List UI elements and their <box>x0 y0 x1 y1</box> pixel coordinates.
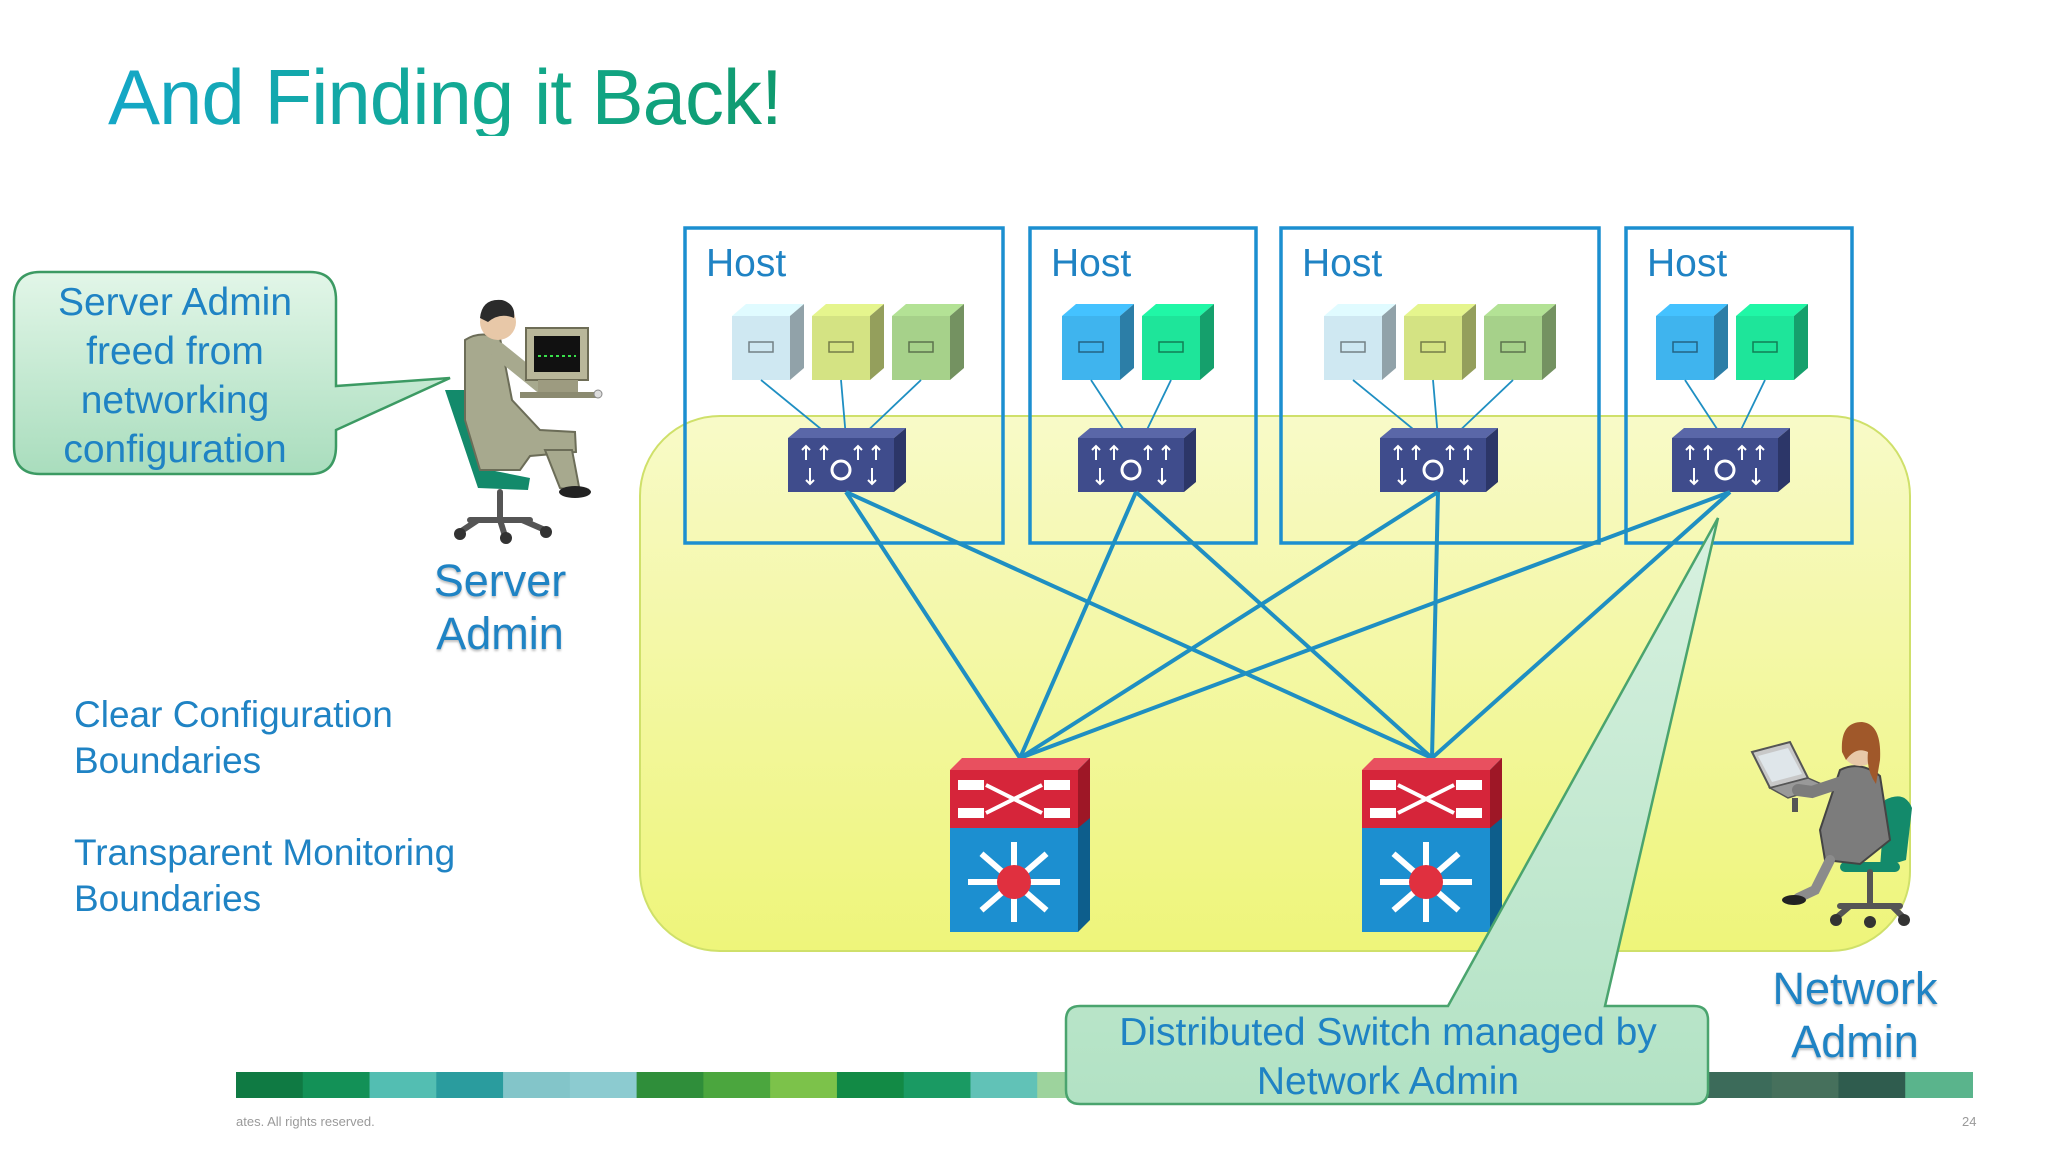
server-admin-callout <box>12 270 451 476</box>
bullet-line: Boundaries <box>74 740 262 781</box>
uplink <box>1430 490 1732 760</box>
virtual-switch-icon <box>1078 428 1196 492</box>
vm-icon <box>1142 304 1214 380</box>
host-label: Host <box>1647 242 1728 285</box>
role-line: Server <box>433 555 567 606</box>
host-box <box>1279 226 1601 545</box>
callout-line: configuration <box>63 428 287 471</box>
vm-icon <box>1484 304 1556 380</box>
uplink <box>1018 490 1440 760</box>
bullet-line: Transparent Monitoring <box>74 832 456 873</box>
role-line: Network <box>1772 963 1938 1014</box>
vm-icon <box>1404 304 1476 380</box>
uplink <box>1430 491 1440 759</box>
bullet-clear-configuration: Clear Configuration Boundaries <box>74 692 393 784</box>
host-box <box>1624 226 1854 545</box>
host-label: Host <box>706 242 787 285</box>
vm-icon <box>1062 304 1134 380</box>
callout-line: Distributed Switch managed by <box>1119 1011 1657 1054</box>
distributed-switch-callout-text: Distributed Switch managed by Network Ad… <box>1070 1008 1706 1106</box>
virtual-switch-icon <box>788 428 906 492</box>
host-label: Host <box>1302 242 1383 285</box>
vm-icon <box>892 304 964 380</box>
vm-icon <box>1656 304 1728 380</box>
callout-line: Server Admin <box>57 281 293 324</box>
bullet-line: Boundaries <box>74 878 262 919</box>
uplink <box>1134 490 1434 760</box>
uplink <box>1018 491 1138 759</box>
slide-title: And Finding it Back! <box>108 53 783 141</box>
callout-line: networking <box>80 379 270 422</box>
host-label: Host <box>1051 242 1132 285</box>
core-switch-icon <box>1362 758 1502 932</box>
distributed-switch-callout <box>1064 517 1720 1106</box>
callout-line: freed from <box>86 330 264 373</box>
virtual-switch-icon <box>1672 428 1790 492</box>
vm-icon <box>812 304 884 380</box>
network-admin-label: Network Admin <box>1760 962 1950 1068</box>
role-line: Admin <box>436 608 564 659</box>
vm-icon <box>1736 304 1808 380</box>
copyright-text: ates. All rights reserved. <box>236 1114 375 1129</box>
uplink <box>845 490 1433 760</box>
uplink <box>844 490 1022 760</box>
server-admin-callout-text: Server Admin freed from networking confi… <box>20 278 330 474</box>
virtual-switch-icon <box>1380 428 1498 492</box>
core-switch-icon <box>950 758 1090 932</box>
callout-line: Network Admin <box>1256 1060 1520 1103</box>
role-line: Admin <box>1791 1016 1919 1067</box>
bullet-line: Clear Configuration <box>74 694 393 735</box>
server-admin-figure <box>445 299 603 544</box>
uplink <box>1019 490 1731 760</box>
host-box <box>683 226 1005 545</box>
host-box <box>1028 226 1258 545</box>
bullet-transparent-monitoring: Transparent Monitoring Boundaries <box>74 830 455 922</box>
page-number: 24 <box>1962 1114 1977 1129</box>
server-admin-label: Server Admin <box>420 554 580 660</box>
vm-icon <box>1324 304 1396 380</box>
network-admin-figure <box>1750 722 1912 928</box>
vm-icon <box>732 304 804 380</box>
